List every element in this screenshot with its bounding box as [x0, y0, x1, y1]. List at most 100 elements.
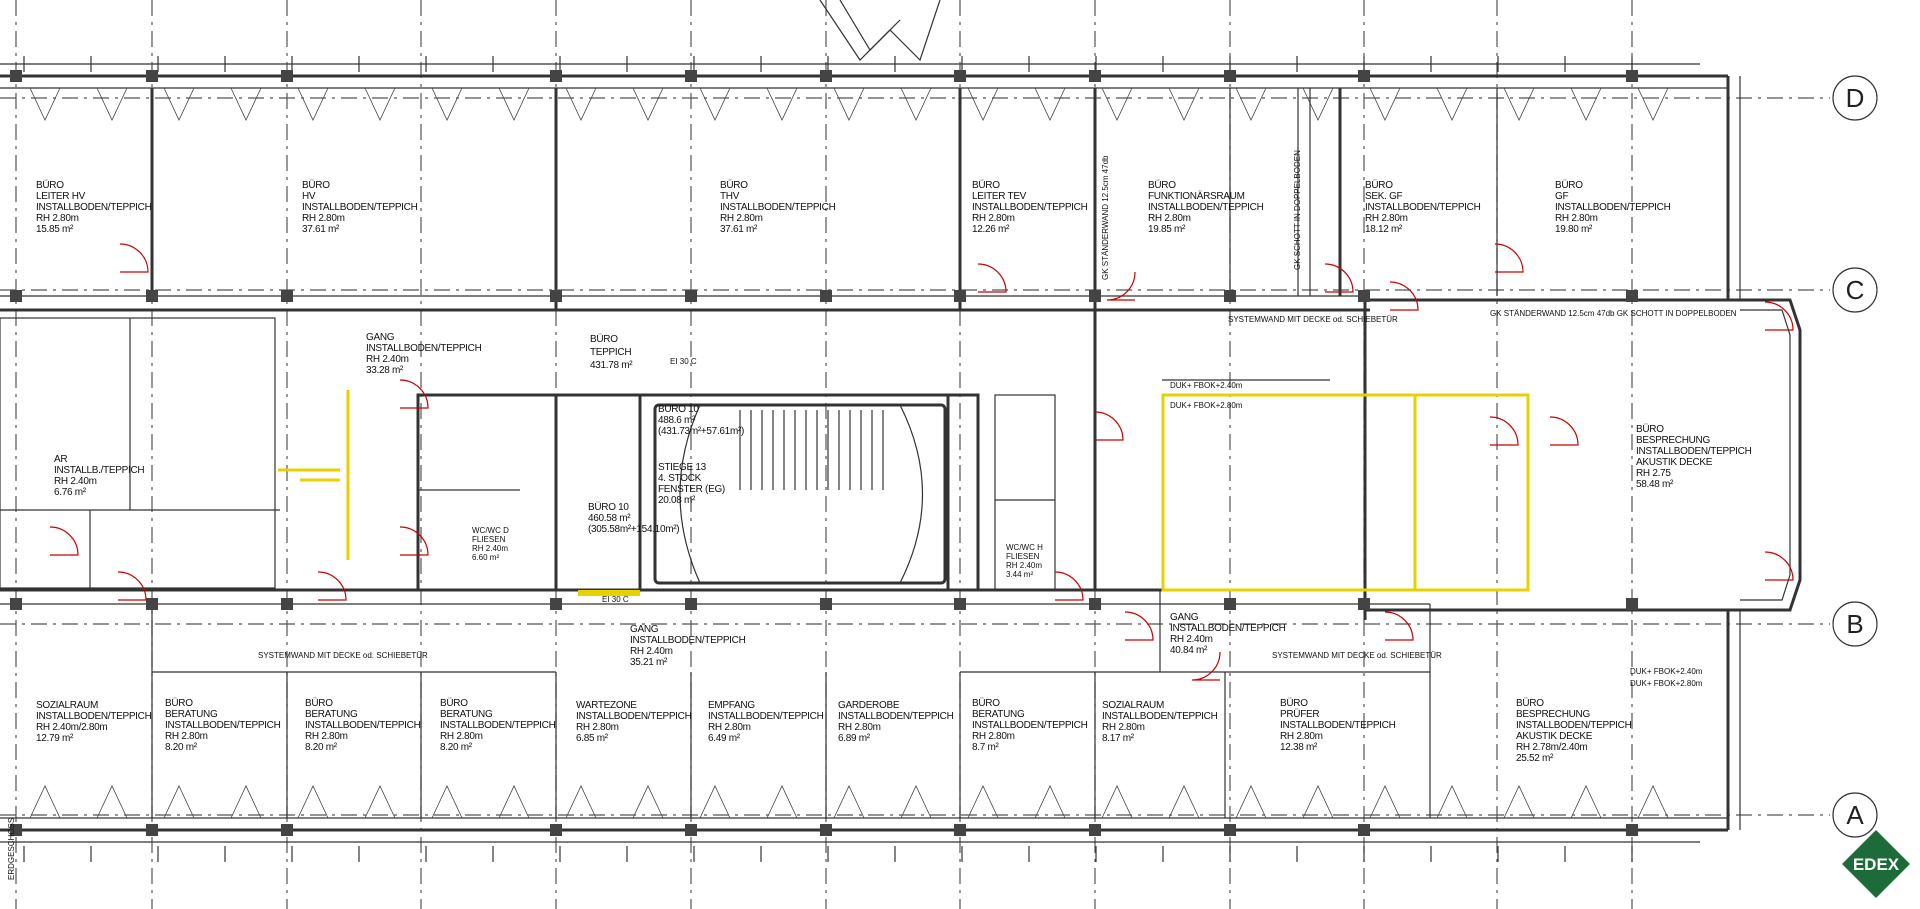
- note-gk-staenderwand: GK STÄNDERWAND 12.5cm 47db GK SCHOTT IN …: [1490, 309, 1737, 318]
- window-bottom: [90, 785, 128, 862]
- window-bottom: [1631, 785, 1669, 862]
- window-top: [90, 56, 128, 121]
- svg-text:D: D: [1846, 83, 1865, 113]
- window-bottom: [1430, 785, 1468, 862]
- annotations: SYSTEMWAND MIT DECKE od. SCHIEBETÜR SYST…: [7, 150, 1737, 880]
- window-top: [559, 56, 597, 121]
- edex-logo: EDEX: [1842, 830, 1910, 898]
- window-top: [827, 56, 865, 121]
- structural-column: [10, 824, 22, 836]
- structural-column: [10, 70, 22, 82]
- structural-column: [1089, 290, 1101, 302]
- note-ei30-bottom: EI 30 C: [602, 595, 629, 604]
- window-top: [157, 56, 195, 121]
- note-duk-240-a: DUK+ FBOK+2.40m: [1170, 381, 1243, 390]
- door-swing: [399, 379, 429, 409]
- window-bottom: [358, 785, 396, 862]
- window-bottom: [961, 785, 999, 862]
- svg-text:A: A: [1846, 800, 1864, 830]
- window-bottom: [760, 785, 798, 862]
- structural-column: [1224, 824, 1236, 836]
- note-duk-280-a: DUK+ FBOK+2.80m: [1170, 401, 1243, 410]
- window-bottom: [559, 785, 597, 862]
- window-top: [1229, 56, 1267, 121]
- door-swing: [1324, 263, 1354, 293]
- svg-text:B: B: [1846, 609, 1863, 639]
- structural-column: [10, 290, 22, 302]
- structural-column: [1626, 824, 1638, 836]
- structural-column: [685, 70, 697, 82]
- note-systemwand-3: SYSTEMWAND MIT DECKE od. SCHIEBETÜR: [1228, 315, 1398, 324]
- note-gk-schott-vertical: GK SCHOTT IN DOPPELBODEN: [1293, 150, 1302, 270]
- edex-logo-text: EDEX: [1853, 855, 1900, 874]
- window-top: [1095, 56, 1133, 121]
- structural-column: [550, 70, 562, 82]
- structural-column: [954, 290, 966, 302]
- note-duk-280-b: DUK+ FBOK+2.80m: [1630, 679, 1703, 688]
- window-bottom: [1497, 785, 1535, 862]
- bottom-facade: [0, 785, 1728, 862]
- structural-column: [820, 824, 832, 836]
- structural-column: [954, 598, 966, 610]
- structural-column: [685, 824, 697, 836]
- structural-column: [281, 70, 293, 82]
- window-bottom: [894, 785, 932, 862]
- door-swing: [399, 526, 429, 556]
- window-top: [693, 56, 731, 121]
- door-swing: [1489, 416, 1519, 446]
- structural-column: [820, 598, 832, 610]
- structural-column: [1358, 824, 1370, 836]
- structural-column: [1224, 70, 1236, 82]
- door-swing: [1124, 611, 1154, 641]
- window-bottom: [1095, 785, 1133, 862]
- note-erdgeschoss: ERDGESCHOSS: [7, 818, 16, 880]
- structural-column: [954, 70, 966, 82]
- top-facade: [0, 56, 1728, 121]
- structural-column: [1358, 598, 1370, 610]
- window-top: [1296, 56, 1334, 121]
- structural-column: [1626, 290, 1638, 302]
- door-swing: [1191, 651, 1221, 681]
- structural-column: [550, 598, 562, 610]
- door-swing: [1054, 571, 1084, 601]
- structural-column: [820, 290, 832, 302]
- structural-column: [1089, 598, 1101, 610]
- structural-column: [146, 290, 158, 302]
- window-top: [1564, 56, 1602, 121]
- window-bottom: [626, 785, 664, 862]
- structural-column: [146, 70, 158, 82]
- structural-column: [146, 824, 158, 836]
- door-swing: [117, 571, 147, 601]
- door-swing: [1549, 416, 1579, 446]
- structural-column: [550, 824, 562, 836]
- window-bottom: [23, 785, 61, 862]
- door-swing: [119, 243, 149, 273]
- door-swing: [49, 526, 79, 556]
- svg-text:C: C: [1846, 275, 1865, 305]
- door-swing: [1389, 281, 1419, 311]
- right-facade: [1726, 76, 1802, 830]
